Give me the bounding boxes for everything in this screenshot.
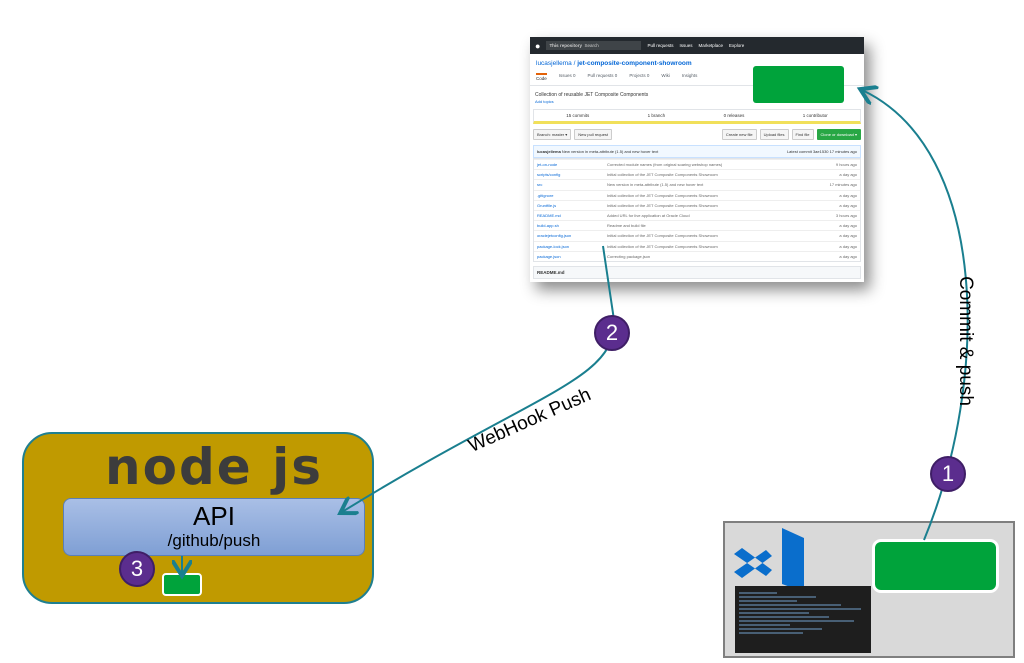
file-time: a day ago: [839, 233, 857, 239]
file-row: README.md Added URL for live application …: [534, 209, 860, 220]
file-commit-message[interactable]: New version in meta-attribute (1.5) and …: [607, 182, 704, 188]
nav-link[interactable]: Issues: [679, 43, 693, 48]
file-commit-message[interactable]: Readme and build file: [607, 223, 646, 229]
file-commit-message[interactable]: Corrected module names (from original so…: [607, 162, 723, 168]
file-row: package-lock.json Initial collection of t…: [534, 240, 860, 251]
file-list: jet-on-node Corrected module names (from …: [533, 158, 861, 262]
add-topics-link[interactable]: Add topics: [535, 99, 554, 104]
file-name[interactable]: build-app.sh: [537, 223, 559, 229]
branch-select[interactable]: Branch: master ▾: [533, 129, 572, 140]
file-row: build-app.sh Readme and build file a day a…: [534, 220, 860, 230]
tab[interactable]: Wiki: [661, 73, 670, 78]
file-commit-message[interactable]: Initial collection of the JET Composite …: [607, 192, 718, 198]
file-name[interactable]: package-lock.json: [537, 243, 570, 249]
file-time: a day ago: [839, 253, 857, 259]
file-commit-message[interactable]: Initial collection of the JET Composite …: [607, 243, 718, 249]
file-name[interactable]: src: [537, 182, 543, 188]
file-time: a day ago: [839, 192, 857, 198]
file-row: scripts/config Initial collection of the …: [534, 169, 860, 179]
github-logo-icon: ●: [535, 40, 541, 51]
file-commit-message[interactable]: Initial collection of the JET Composite …: [607, 202, 718, 208]
tab[interactable]: Pull requests 0: [587, 73, 618, 78]
file-row: package.json Correcting package.json a day…: [534, 250, 860, 261]
step-1-badge: 1: [930, 456, 966, 492]
vscode-logo-icon: [734, 528, 804, 592]
step-3-badge: 3: [119, 551, 155, 587]
file-row: .gitignore Initial collection of the JET …: [534, 189, 860, 200]
new-pr-button[interactable]: New pull request: [574, 129, 613, 140]
repo-breadcrumb: lucasjellema / jet-composite-component-s…: [536, 60, 692, 67]
nav-link[interactable]: Explore: [728, 43, 745, 48]
file-row: oraclejetconfig.json Initial collection o…: [534, 230, 860, 240]
file-commit-message[interactable]: Correcting package.json: [607, 253, 651, 259]
repo-description: Collection of reusable JET Composite Com…: [535, 92, 649, 98]
workstation-green-box: [872, 539, 999, 593]
api-path: /github/push: [167, 531, 261, 550]
commit-push-label: Commit & push: [955, 276, 976, 406]
file-time: a day ago: [839, 243, 857, 249]
readme-header: README.md: [533, 265, 861, 279]
file-row: Gruntfile.js Initial collection of the JE…: [534, 199, 860, 210]
file-name[interactable]: jet-on-node: [537, 162, 558, 168]
file-name[interactable]: oraclejetconfig.json: [537, 233, 572, 239]
file-commit-message[interactable]: Initial collection of the JET Composite …: [607, 233, 718, 239]
repo-tabs: Code Issues 0 Pull requests 0 Projects 0 Wik…: [530, 69, 864, 86]
file-name[interactable]: README.md: [537, 213, 561, 219]
file-time: a day ago: [839, 223, 857, 229]
file-row: src New version in meta-attribute (1.5) a…: [534, 179, 860, 189]
tab[interactable]: Issues 0: [558, 73, 576, 78]
nav-link[interactable]: Pull requests: [647, 43, 674, 48]
find-file-button[interactable]: Find file: [791, 129, 814, 140]
file-time: 9 hours ago: [835, 162, 857, 168]
repo-toolbar: Branch: master ▾ New pull request Create…: [530, 124, 864, 145]
file-commit-message[interactable]: Added URL for live application at Oracle…: [607, 213, 690, 219]
step-2-badge: 2: [594, 315, 630, 351]
file-time: a day ago: [839, 202, 857, 208]
webhook-arrow: [342, 245, 616, 512]
tab[interactable]: Projects 0: [629, 73, 650, 78]
nav-link[interactable]: Marketplace: [698, 43, 723, 48]
api-endpoint-box: API /github/push: [63, 498, 365, 556]
file-time: 17 minutes ago: [829, 182, 857, 188]
github-search[interactable]: This repository Search: [546, 41, 642, 50]
api-title: API: [193, 501, 235, 531]
upload-button[interactable]: Upload files: [759, 129, 789, 140]
file-time: 3 hours ago: [835, 213, 857, 219]
file-name[interactable]: package.json: [537, 253, 561, 259]
tab[interactable]: Code: [536, 73, 547, 81]
file-time: a day ago: [839, 172, 857, 178]
file-name[interactable]: scripts/config: [537, 172, 561, 178]
create-file-button[interactable]: Create new file: [721, 129, 757, 140]
file-commit-message[interactable]: Initial collection of the JET Composite …: [607, 172, 718, 178]
file-row: jet-on-node Corrected module names (from …: [534, 159, 860, 169]
tab[interactable]: Insights: [681, 73, 698, 78]
file-name[interactable]: .gitignore: [537, 192, 554, 198]
file-name[interactable]: Gruntfile.js: [537, 202, 557, 208]
github-navbar: ● This repository Search Pull requests I…: [530, 37, 864, 54]
nodejs-logo: node js: [105, 438, 323, 496]
redaction-box: [753, 66, 844, 103]
clone-button[interactable]: Clone or download ▾: [816, 129, 861, 140]
latest-commit: lucasjellema New version in meta-attribu…: [533, 145, 861, 158]
code-editor-screenshot: [735, 586, 871, 653]
